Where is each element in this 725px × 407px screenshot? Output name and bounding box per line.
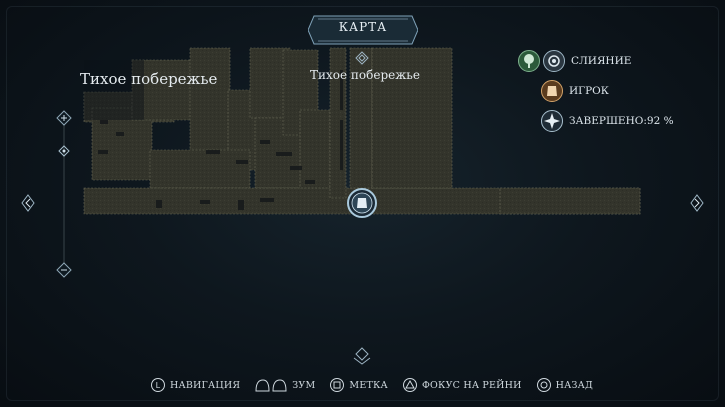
- zoom-out-icon[interactable]: [56, 262, 72, 278]
- next-page-arrow-icon[interactable]: [689, 193, 705, 213]
- tree-icon: [518, 50, 540, 72]
- hint-label: НАВИГАЦИЯ: [170, 379, 241, 391]
- map-details: [98, 70, 343, 210]
- page-title: КАРТА: [338, 20, 388, 34]
- player-marker: [347, 188, 377, 218]
- zoom-indicator-icon[interactable]: [58, 145, 70, 157]
- title-plate: [308, 15, 418, 45]
- diamond-marker-bottom: [353, 347, 371, 365]
- left-stick-icon: L: [151, 378, 165, 392]
- legend-label: ИГРОК: [569, 85, 609, 97]
- triggers-icon: [255, 379, 287, 392]
- player-icon: [541, 80, 563, 102]
- legend-item-completion: ЗАВЕРШЕНО:92 %: [541, 110, 674, 132]
- hint-back: НАЗАД: [536, 377, 593, 393]
- circle-button-icon: [536, 378, 551, 392]
- explored-area: [83, 47, 641, 215]
- legend-item-merge: СЛИЯНИЕ: [518, 50, 631, 72]
- prev-page-arrow-icon[interactable]: [20, 193, 36, 213]
- swirl-icon: [543, 50, 565, 72]
- triangle-button-icon: [402, 378, 417, 392]
- region-name-large: Тихое побережье: [80, 70, 218, 88]
- compass-star-icon: [541, 110, 563, 132]
- legend-label: ЗАВЕРШЕНО:92 %: [569, 115, 674, 127]
- hint-navigation: L НАВИГАЦИЯ: [150, 377, 240, 393]
- svg-text:L: L: [156, 381, 161, 390]
- region-name-small: Тихое побережье: [310, 68, 420, 82]
- hint-label: НАЗАД: [555, 379, 593, 391]
- hint-zoom: ЗУМ: [254, 377, 315, 393]
- unexplored-gap: [84, 60, 144, 120]
- legend-label: СЛИЯНИЕ: [571, 55, 632, 67]
- control-hints-bar: L НАВИГАЦИЯ ЗУМ МЕТКА ФОКУС НА РЕЙНИ НАЗ…: [150, 375, 607, 395]
- square-button-icon: [330, 378, 345, 392]
- hint-label: МЕТКА: [349, 379, 388, 391]
- hint-focus: ФОКУС НА РЕЙНИ: [402, 377, 522, 393]
- legend-item-player: ИГРОК: [541, 80, 609, 102]
- diamond-marker-top: [355, 51, 369, 65]
- zoom-in-icon[interactable]: [56, 110, 72, 126]
- hint-mark: МЕТКА: [329, 377, 388, 393]
- zoom-rail[interactable]: [63, 120, 65, 270]
- hint-label: ЗУМ: [292, 379, 316, 391]
- hint-label: ФОКУС НА РЕЙНИ: [421, 379, 522, 391]
